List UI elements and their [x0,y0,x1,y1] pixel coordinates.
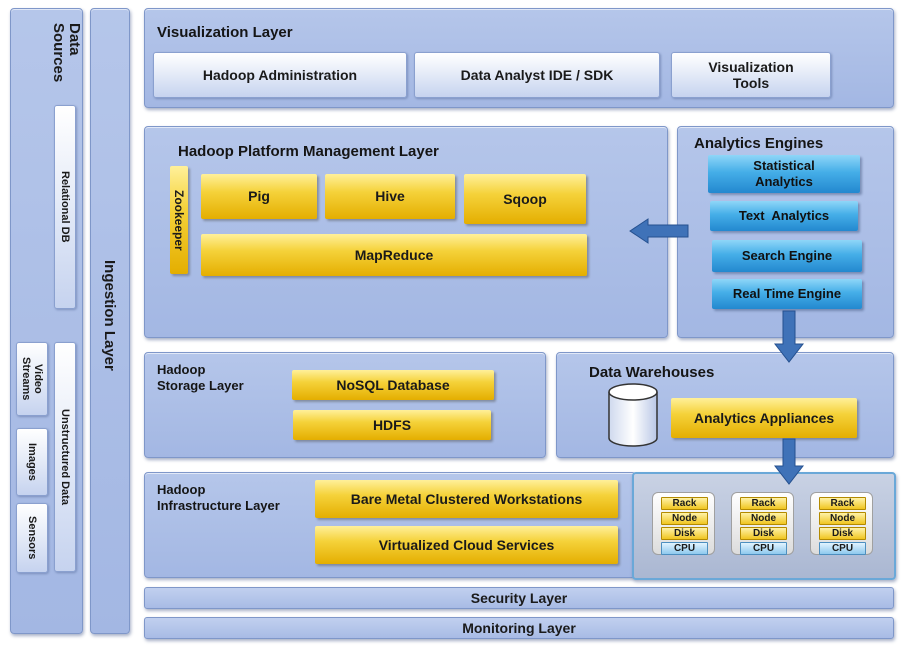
hdfs-box: HDFS [293,410,491,440]
left-arrow-icon [629,218,689,244]
analytics-appliances-box: Analytics Appliances [671,398,857,438]
rack-chip: Rack [661,497,708,510]
real-time-engine-box: Real Time Engine [712,279,862,309]
text-analytics-box: Text Analytics [710,201,858,231]
relational-db-box: Relational DB [54,105,76,309]
rack-chip: Rack [740,497,787,510]
disk-chip: Disk [819,527,866,540]
images-box: Images [16,428,48,496]
sensors-box: Sensors [16,503,48,573]
pig-box: Pig [201,174,317,219]
disk-chip: Disk [740,527,787,540]
unstructured-data-label: Unstructured Data [59,409,71,505]
storage-layer-title: Hadoop Storage Layer [157,362,244,393]
statistical-analytics-box: Statistical Analytics [708,155,860,193]
security-layer-bar: Security Layer [144,587,894,609]
rack-unit-2: Rack Node Disk CPU [731,492,794,555]
zookeeper-box: Zookeeper [170,166,188,274]
visualization-layer-title: Visualization Layer [157,24,293,41]
data-sources-title: Data Sources [50,23,83,83]
video-streams-box: Video Streams [16,342,48,416]
unstructured-data-box: Unstructured Data [54,342,76,572]
rack-unit-1: Rack Node Disk CPU [652,492,715,555]
mapreduce-box: MapReduce [201,234,587,276]
database-cylinder-icon [608,383,658,447]
ingestion-layer-panel [90,8,130,634]
zookeeper-label: Zookeeper [172,189,186,251]
platform-management-title: Hadoop Platform Management Layer [178,143,439,160]
platform-management-panel [144,126,668,338]
infrastructure-layer-title: Hadoop Infrastructure Layer [157,482,280,513]
disk-chip: Disk [661,527,708,540]
hive-box: Hive [325,174,455,219]
cloud-services-box: Virtualized Cloud Services [315,526,618,564]
hadoop-administration-box: Hadoop Administration [153,52,407,98]
rack-unit-3: Rack Node Disk CPU [810,492,873,555]
data-warehouses-title: Data Warehouses [589,364,715,381]
cpu-chip: CPU [740,542,787,555]
down-arrow-icon [773,438,805,485]
nosql-database-box: NoSQL Database [292,370,494,400]
visualization-tools-box: Visualization Tools [671,52,831,98]
node-chip: Node [661,512,708,525]
down-arrow-icon [773,310,805,363]
rack-chip: Rack [819,497,866,510]
storage-layer-panel [144,352,546,458]
data-analyst-ide-box: Data Analyst IDE / SDK [414,52,660,98]
images-label: Images [26,443,38,481]
ingestion-layer-title: Ingestion Layer [101,259,118,371]
analytics-engines-title: Analytics Engines [694,135,824,152]
sensors-label: Sensors [26,516,38,560]
node-chip: Node [819,512,866,525]
search-engine-box: Search Engine [712,240,862,272]
cpu-chip: CPU [661,542,708,555]
sqoop-box: Sqoop [464,174,586,224]
cpu-chip: CPU [819,542,866,555]
relational-db-label: Relational DB [59,171,71,243]
node-chip: Node [740,512,787,525]
monitoring-layer-bar: Monitoring Layer [144,617,894,639]
bare-metal-box: Bare Metal Clustered Workstations [315,480,618,518]
video-streams-label: Video Streams [20,357,44,401]
